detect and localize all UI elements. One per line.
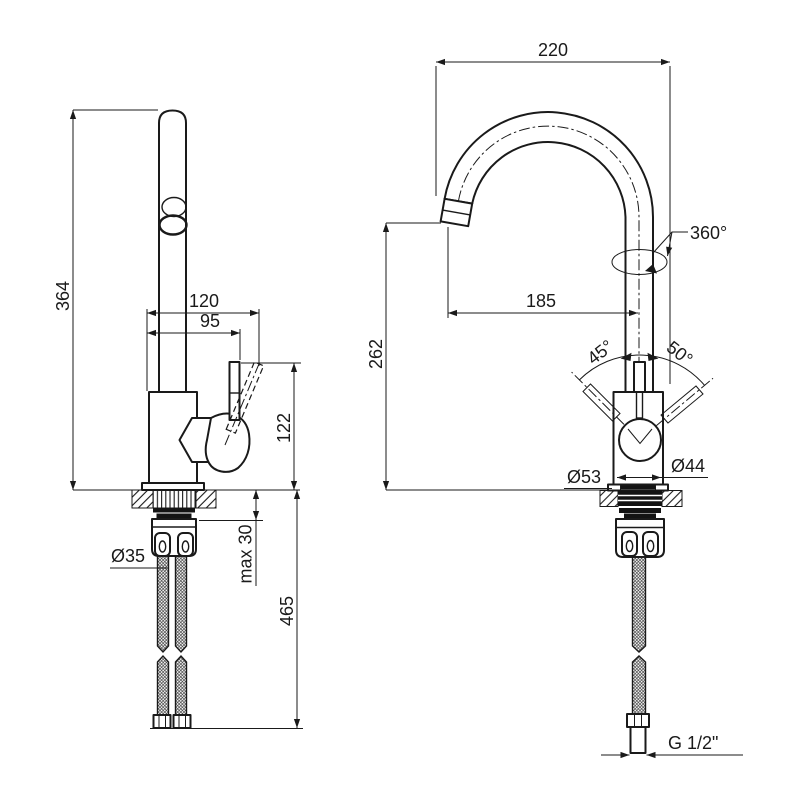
dim-95: 95 (147, 311, 241, 360)
dim-dia44: Ø44 (617, 456, 708, 481)
dim-max30: max 30 (199, 490, 263, 586)
pivot-joint (618, 418, 662, 462)
dim-262: 262 (366, 222, 441, 490)
dim-220-label: 220 (538, 40, 568, 60)
gooseneck-spout (439, 111, 654, 478)
dim-262-label: 262 (366, 339, 386, 369)
lever-45-ghost (582, 383, 621, 422)
front-dimensions: 220 185 262 Ø53 Ø44 (366, 40, 743, 759)
side-spout-pipe (158, 109, 188, 394)
aerator-ring (158, 214, 188, 236)
supply-hose (174, 555, 188, 654)
hose-tab (621, 531, 638, 557)
swing-arrow-right (647, 352, 659, 361)
dim-465: 465 (150, 490, 303, 729)
thread-fitting (629, 726, 647, 754)
side-dimensions: 364 120 95 122 max 30 (53, 109, 303, 729)
swing-arc (579, 354, 705, 386)
countertop-hatch-right (195, 489, 217, 509)
dim-120: 120 (146, 291, 260, 391)
lever-upright (228, 361, 241, 421)
swivel-indicator: 360° (611, 223, 727, 275)
side-view: 364 120 95 122 max 30 (53, 109, 303, 729)
dim-220: 220 (435, 40, 671, 384)
front-view: 360° 45° 50° (366, 40, 743, 759)
dim-dia35-label: Ø35 (111, 546, 145, 566)
swivel-ellipse (611, 249, 668, 275)
dim-g12-label: G 1/2" (668, 733, 718, 753)
supply-hose (156, 555, 170, 654)
supply-hose (631, 556, 647, 653)
dim-g12: G 1/2" (601, 733, 743, 759)
supply-hose (631, 655, 647, 715)
hose-end-fitting (172, 714, 192, 729)
dim-120-label: 120 (189, 291, 219, 311)
lever-50-ghost (660, 385, 704, 424)
countertop-hatch-left (131, 489, 154, 509)
side-mounting (73, 489, 300, 729)
dim-dia53-label: Ø53 (567, 467, 601, 487)
dim-95-label: 95 (200, 311, 220, 331)
countertop-hatch-right (661, 490, 683, 507)
dim-360-label: 360° (690, 223, 727, 243)
swing-arrow-left (620, 352, 632, 361)
hose-end-fitting (152, 714, 172, 729)
label-dia35: Ø35 (110, 546, 167, 569)
supply-hose (174, 654, 188, 716)
dim-465-label: 465 (277, 596, 297, 626)
side-handle (178, 361, 265, 473)
hose-nut (626, 713, 650, 728)
dim-122-label: 122 (274, 413, 294, 443)
dim-364-label: 364 (53, 281, 73, 311)
dim-dia44-label: Ø44 (671, 456, 705, 476)
side-base-flange (141, 482, 205, 491)
lever-tilted-ghost (225, 361, 265, 434)
dim-max30-label: max 30 (236, 524, 256, 583)
handle-base (204, 412, 251, 473)
dim-185-label: 185 (526, 291, 556, 311)
threaded-shank (152, 489, 196, 509)
countertop-hatch-left (599, 490, 619, 507)
spout-centerline (457, 125, 640, 478)
dim-122: 122 (241, 362, 301, 490)
front-lever (633, 361, 646, 393)
swivel-arrow (645, 264, 657, 274)
front-body (612, 361, 664, 486)
dim-364: 364 (53, 109, 158, 490)
hose-tab (642, 531, 659, 557)
label-dia53: Ø53 (564, 467, 612, 489)
threaded-shank (618, 490, 662, 506)
front-mounting (386, 483, 683, 754)
dim-185: 185 (447, 227, 638, 318)
supply-hose (156, 654, 170, 716)
